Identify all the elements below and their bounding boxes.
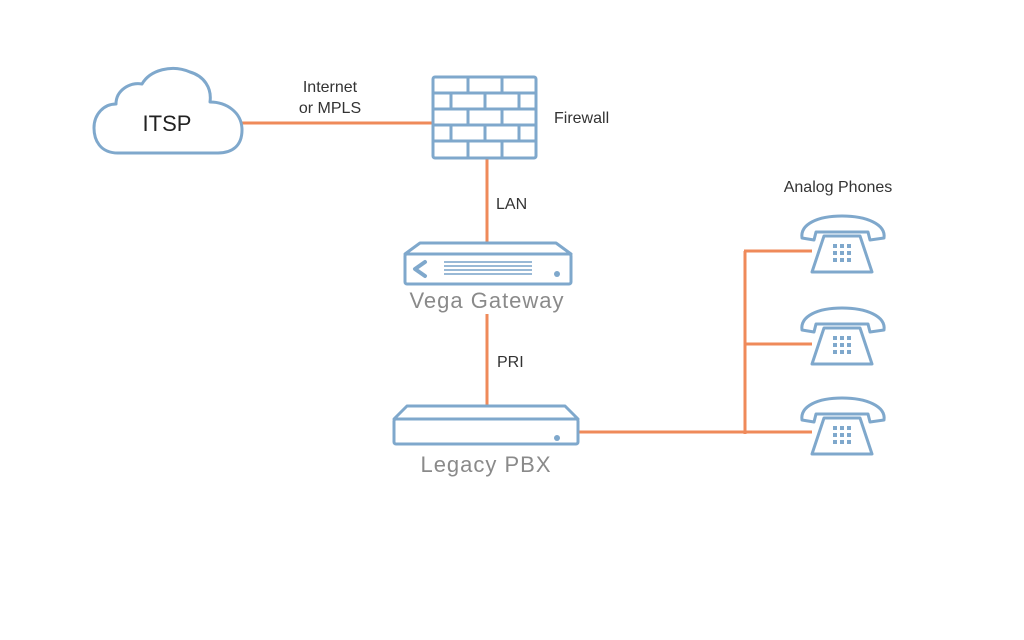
gateway-device-icon [403,241,573,286]
analog-phone-2 [800,306,886,366]
internet-label-line1: Internet [303,79,358,96]
pbx-power-led [554,435,560,441]
lan-link-label: LAN [496,196,527,213]
itsp-label: ITSP [143,111,192,136]
analog-phone-1 [800,214,886,274]
gateway-label: Vega Gateway [409,288,564,313]
internet-link-label: Internet or MPLS [299,79,361,117]
gateway-logo-icon [413,260,427,278]
internet-label-line2: or MPLS [299,100,361,117]
pbx-label: Legacy PBX [420,452,551,477]
analog-phone-3 [800,396,886,456]
legacy-pbx-node: Legacy PBX [392,404,580,477]
cloud-icon [92,67,244,155]
firewall-node: Firewall [431,75,609,160]
gateway-power-led [554,271,560,277]
gateway-vent-grille [444,261,532,275]
firewall-label: Firewall [554,110,609,127]
phone-icon [800,214,886,274]
itsp-cloud-node: ITSP [92,67,244,155]
vega-gateway-node: Vega Gateway [403,241,573,313]
firewall-icon [431,75,538,160]
connections [240,121,812,434]
phone-icon [800,306,886,366]
pri-link-label: PRI [497,354,524,371]
analog-phones-label: Analog Phones [784,179,893,196]
pbx-device-icon [392,404,580,446]
phone-icon [800,396,886,456]
